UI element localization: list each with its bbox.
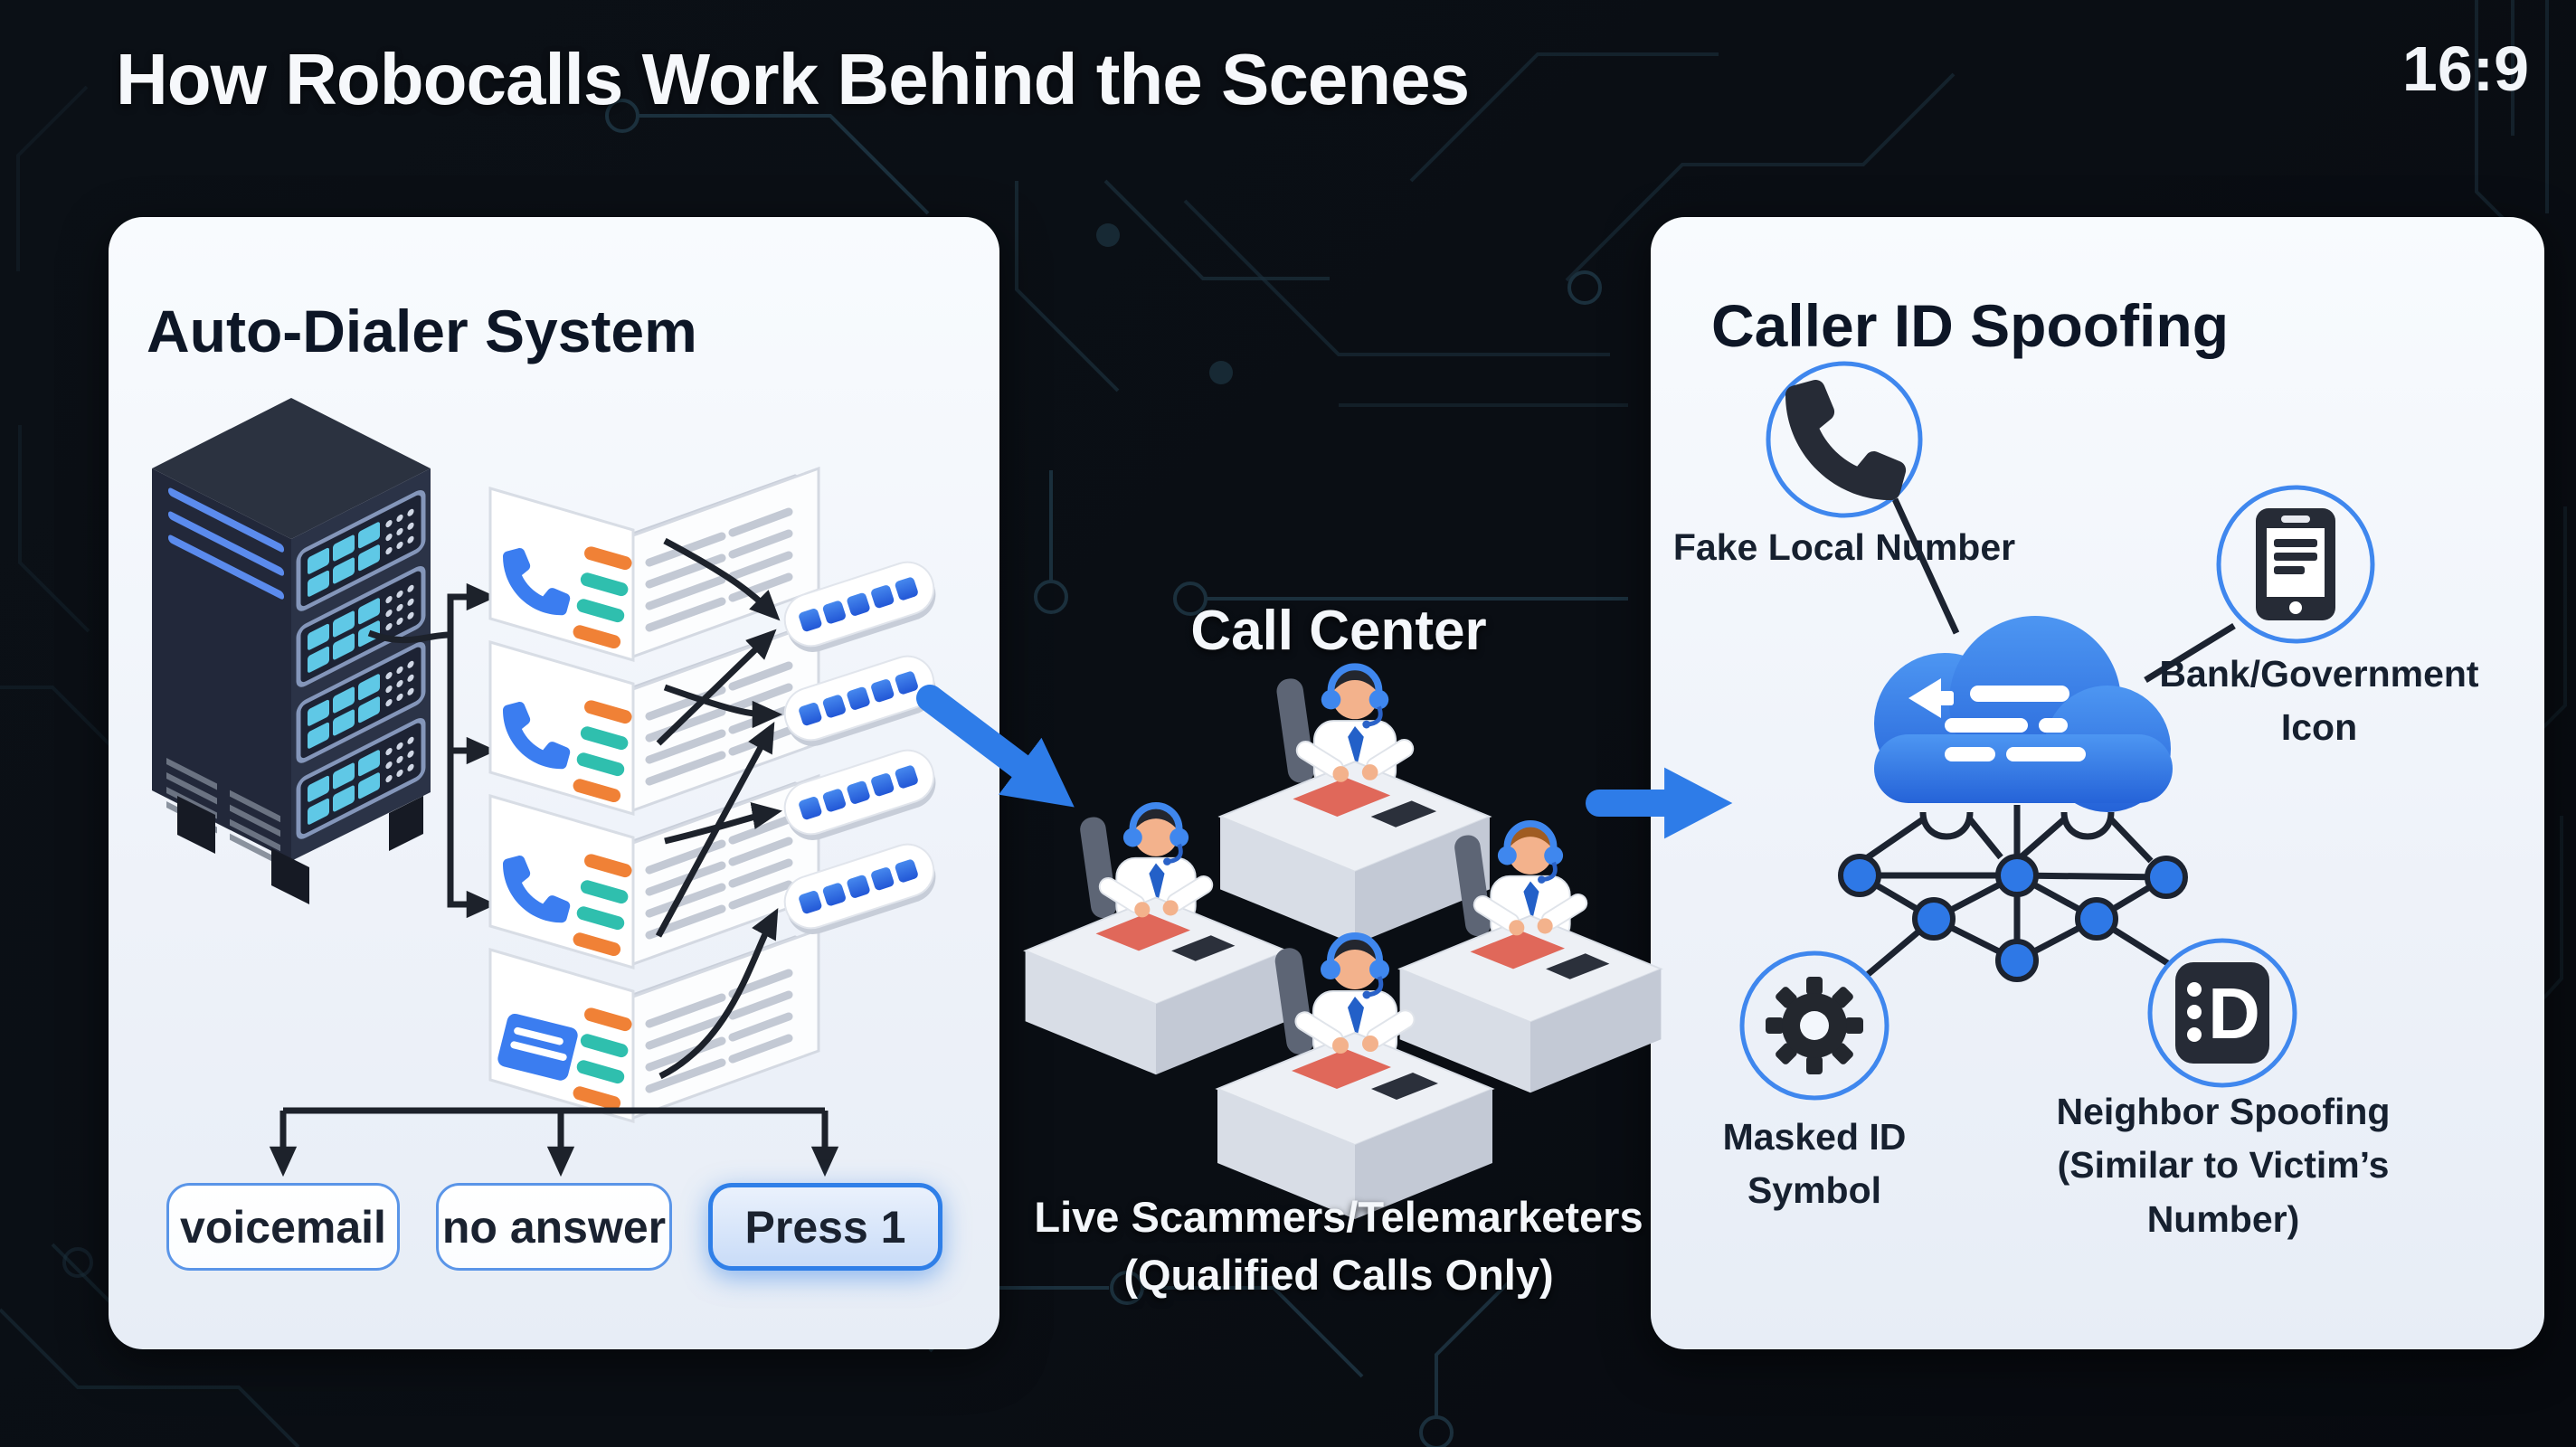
bank-government-label-line2: Icon [2280, 706, 2358, 749]
call-center-title: Call Center [1190, 600, 1487, 662]
spoofing-cloud-icon [1874, 616, 2173, 812]
gear-icon [1766, 977, 1863, 1074]
neighbor-spoofing-label-line1: Neighbor Spoofing [2056, 1091, 2391, 1132]
call-center-caption-line2: (Qualified Calls Only) [1123, 1251, 1554, 1299]
page-title: How Robocalls Work Behind the Scenes [116, 39, 1470, 119]
fake-local-number-label: Fake Local Number [1672, 526, 2016, 568]
flow-arrows [916, 685, 1733, 839]
caller-id-badge-icon: D [2175, 962, 2269, 1064]
outcome-button-voicemail[interactable]: voicemail [166, 1183, 400, 1271]
outcome-button-no-answer[interactable]: no answer [436, 1183, 672, 1271]
masked-id-circle [1739, 950, 1889, 1101]
neighbor-spoofing-label-line2: (Similar to Victim’s [2057, 1144, 2390, 1187]
dialer-to-callcenter-arrow [916, 685, 1075, 808]
network-nodes [1838, 805, 2188, 982]
phone-handset-icon [1785, 379, 1907, 501]
neighbor-spoofing-label-line3: Number) [2146, 1197, 2300, 1240]
fake-local-number-circle [1766, 361, 1923, 518]
cards-to-numbers-arrows [655, 537, 783, 1080]
outcome-button-press-1[interactable]: Press 1 [708, 1183, 942, 1271]
call-center-caption-line1: Live Scammers/Telemarketers [1034, 1193, 1643, 1241]
contact-list-cards [490, 468, 819, 1121]
neighbor-spoofing-label: Neighbor Spoofing (Similar to Victim’s N… [2004, 1085, 2442, 1246]
bank-government-label-line1: Bank/Government [2159, 653, 2479, 695]
spoofing-connector-lines [1891, 497, 2236, 683]
auto-dialer-title: Auto-Dialer System [147, 298, 697, 364]
smartphone-icon [2256, 508, 2335, 620]
call-center-illustration [1026, 667, 1662, 1219]
outcome-branch-arrows [269, 1107, 839, 1177]
masked-id-label: Masked ID Symbol [1646, 1111, 1983, 1218]
server-rack-icon [152, 398, 431, 904]
aspect-ratio-badge: 16:9 [2401, 33, 2529, 104]
masked-id-label-line2: Symbol [1747, 1169, 1882, 1212]
caller-id-glyph: D [2208, 973, 2260, 1054]
bank-government-label: Bank/Government Icon [2118, 648, 2520, 755]
caller-id-spoofing-title: Caller ID Spoofing [1711, 292, 2230, 359]
dialer-to-cards-arrows [367, 582, 497, 919]
masked-id-label-line1: Masked ID [1722, 1116, 1907, 1158]
icon-circles [1739, 361, 2375, 1101]
neighbor-spoofing-circle [2147, 938, 2297, 1088]
bank-government-circle [2216, 485, 2375, 644]
